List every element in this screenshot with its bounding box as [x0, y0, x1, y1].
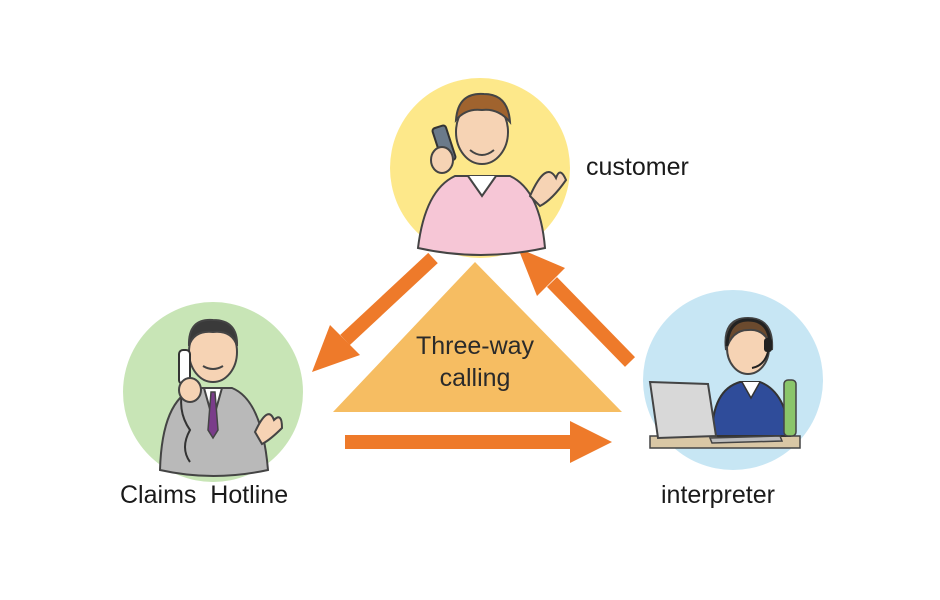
interpreter-illustration	[643, 290, 823, 470]
three-way-calling-label: Three-way calling	[380, 330, 570, 394]
center-label-line2: calling	[439, 364, 511, 392]
customer-illustration	[390, 78, 570, 258]
arrow-customer-to-claims	[312, 252, 438, 372]
interpreter-label: interpreter	[661, 481, 775, 509]
customer-label: customer	[586, 153, 689, 181]
arrow-interpreter-to-customer	[518, 248, 636, 367]
claims-hotline-label: Claims Hotline	[120, 481, 289, 509]
three-way-triangle	[333, 262, 622, 412]
center-label-line1: Three-way	[415, 332, 535, 360]
claims-hotline-illustration	[123, 302, 303, 482]
arrow-claims-to-interpreter	[345, 421, 612, 463]
